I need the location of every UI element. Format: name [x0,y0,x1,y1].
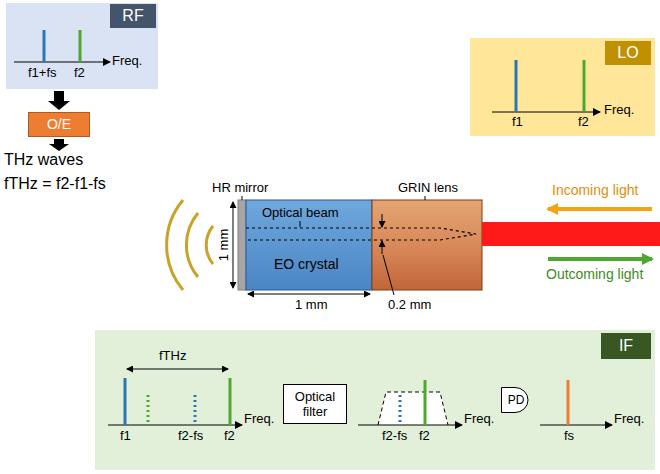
dimensions [382,214,383,227]
optical-filter: Optical filter [283,384,347,424]
spectrum-lines [124,378,127,425]
formula: fTHz = f2-f1-fs [4,176,106,192]
panel-tag: LO [605,41,651,65]
spectrum-lines [399,395,402,425]
incoming-arrow [548,207,652,211]
optical-beam [246,228,476,240]
panel-tag: RF [110,4,156,28]
panel-tag: IF [601,333,651,359]
part-name: GRIN lens [398,180,458,196]
spectrum-lines [79,30,82,62]
spectrum-lines [14,62,110,63]
spectrum-lines [127,369,228,370]
dimension: 1 mm [295,297,328,313]
frequency-label: f1 [512,114,523,130]
spectrum-lines [108,425,242,426]
frequency-label: f2 [74,65,85,81]
frequency-label: fTHz [159,348,186,364]
wave-label: THz waves [4,152,83,168]
dimension: 0.2 mm [388,297,431,313]
spectrum-lines [424,380,427,425]
dimensions [383,255,394,295]
dimensions [233,202,234,288]
frequency-label: fs [564,428,574,444]
rf-panel: RF f1+fs f2 Freq. [6,3,158,89]
spectrum-lines [14,30,612,425]
frequency-label: Freq. [604,102,634,118]
box-label: Optical filter [286,389,344,419]
lo-panel: LO f1 f2 Freq. [470,38,655,136]
spectrum-lines [492,112,600,113]
part-name: HR mirror [212,180,268,196]
frequency-label: Freq. [614,411,644,427]
outcoming-arrow [548,257,652,261]
box-label: O/E [47,117,71,132]
spectrum-lines [567,380,570,425]
eo-crystal [246,200,372,290]
frequency-label: f2 [224,428,235,444]
spectrum-lines [43,30,46,62]
leader-line [242,196,243,200]
wave-arcs [167,200,183,290]
if-panel: IF fTHz f1 f2-fs f2 Freq. f2-fs f2 Freq. fs Freq. O… [95,330,655,470]
dimensions [233,202,394,295]
spectrum-lines [583,60,586,112]
spectrum-lines [147,395,150,425]
frequency-label: f2 [419,428,430,444]
dimensions [248,294,370,295]
part-name: EO crystal [274,256,339,272]
dimensions [382,241,383,254]
block-arrow [49,139,69,151]
leader-line [300,221,301,227]
wave-arcs [206,226,213,264]
signal-label: Outcoming light [546,266,643,282]
frequency-label: Freq. [244,411,274,427]
dimension: 1 mm [216,227,232,263]
wave-arcs [167,200,213,290]
spectrum-lines [194,395,197,425]
wave-arcs [186,213,198,277]
signal-label: Incoming light [552,182,638,198]
frequency-label: Freq. [112,53,142,69]
hr-mirror [238,200,246,290]
spectrum-lines [515,60,518,112]
block-arrow [48,91,70,110]
converter-box: O/E [28,112,90,137]
frequency-label: Freq. [464,411,494,427]
frequency-label: f2-fs [382,428,407,444]
spectrum-lines [540,425,612,426]
box-label: PD [508,393,525,408]
spectrum-lines [378,392,448,425]
frequency-label: f1 [120,428,131,444]
frequency-label: f2-fs [178,428,203,444]
frequency-label: f1+fs [28,65,57,81]
part-name: Optical beam [262,205,339,221]
photodiode: PD [501,387,531,413]
photodiode-outline [502,388,529,413]
spectrum-lines [358,425,462,426]
spectrum-lines [229,378,232,425]
fiber [482,222,660,246]
leader-line [425,196,426,200]
frequency-label: f2 [578,114,589,130]
device [238,196,660,290]
